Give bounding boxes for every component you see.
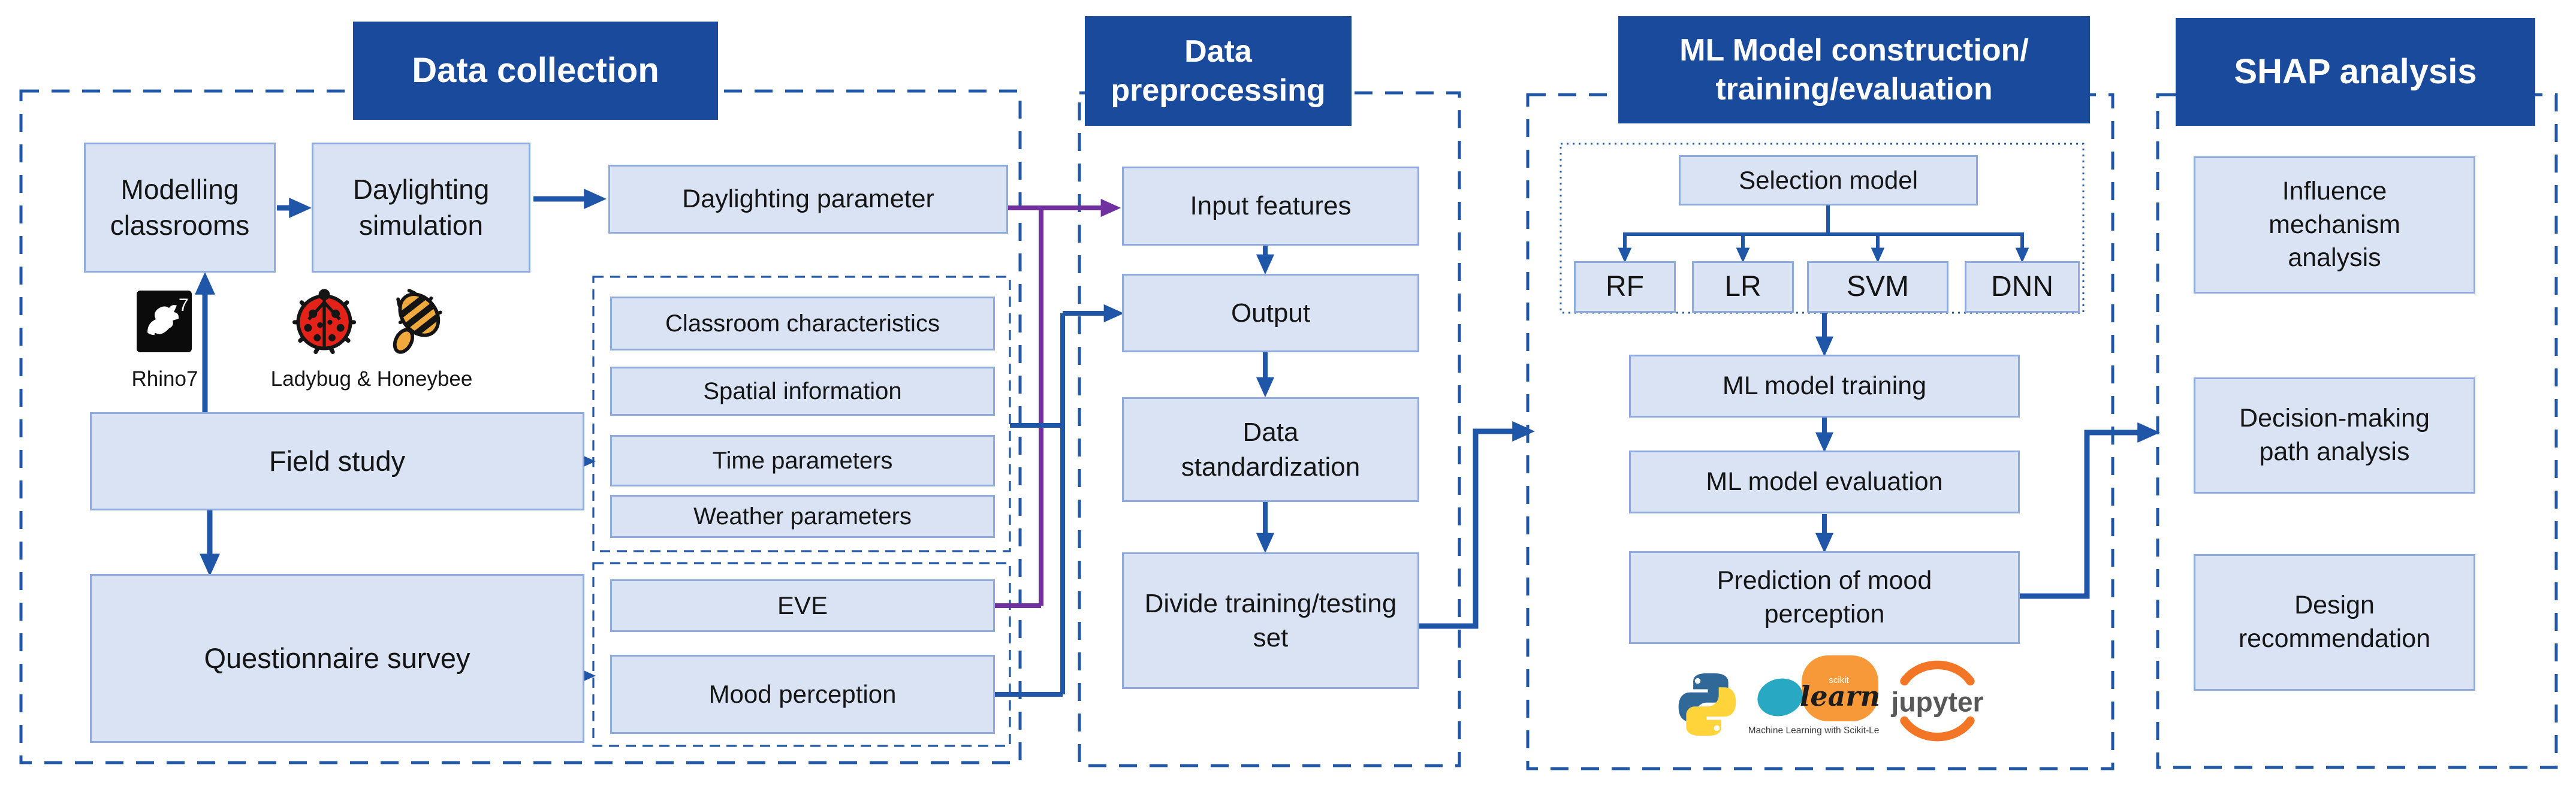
ml-model-evaluation-box: ML model evaluation [1629, 451, 2020, 513]
purple-input-routing [995, 198, 1121, 608]
jupyter-icon: jupyter [1888, 656, 1987, 752]
daylighting-parameter-box: Daylighting parameter [608, 165, 1008, 234]
data-standardization-box: Data standardization [1122, 397, 1419, 502]
honeybee-icon [385, 279, 456, 361]
rf-box: RF [1574, 261, 1676, 313]
time-parameters-box: Time parameters [610, 435, 995, 486]
output-box: Output [1122, 274, 1419, 352]
scikit-learn-word: learn [1800, 680, 1880, 712]
dnn-box: DNN [1965, 261, 2080, 313]
divide-training-testing-box: Divide training/testing set [1122, 552, 1419, 689]
prediction-mood-perception-box: Prediction of mood perception [1629, 551, 2020, 644]
field-parameters-group-border [592, 276, 1011, 552]
blue-output-routing [995, 304, 1124, 697]
rhino-badge: 7 [179, 295, 189, 315]
jupyter-word: jupyter [1891, 687, 1984, 718]
input-features-box: Input features [1122, 167, 1419, 246]
ml-model-header: ML Model construction/ training/evaluati… [1618, 16, 2090, 123]
ml-model-header-line1: ML Model construction/ [1679, 32, 2029, 68]
python-icon [1672, 663, 1742, 746]
ladybug-icon [289, 280, 360, 361]
eve-box: EVE [610, 579, 995, 632]
scikit-small-text: scikit [1829, 675, 1849, 685]
scikit-caption: Machine Learning with Scikit-Le [1749, 725, 1879, 736]
selection-model-box: Selection model [1679, 155, 1978, 205]
rhino7-icon: 7 [137, 291, 192, 352]
daylighting-simulation-box: Daylighting simulation [312, 143, 530, 273]
decision-making-path-box: Decision-making path analysis [2194, 377, 2475, 494]
classroom-characteristics-box: Classroom characteristics [610, 297, 995, 350]
field-study-box: Field study [90, 412, 584, 510]
svm-box: SVM [1807, 261, 1948, 313]
scikit-learn-icon: scikit learn Machine Learning with Sciki… [1748, 652, 1883, 739]
modelling-classrooms-box: Modelling classrooms [84, 143, 276, 273]
rhino-glyph [147, 305, 179, 335]
shap-analysis-header: SHAP analysis [2176, 18, 2535, 126]
data-collection-header: Data collection [353, 22, 718, 120]
ml-arrows [1618, 205, 2161, 599]
preprocessing-arrows [1256, 246, 1536, 629]
data-preprocessing-header: Data preprocessing [1085, 16, 1352, 126]
influence-mechanism-box: Influence mechanism analysis [2194, 156, 2475, 294]
ladybug-honeybee-label: Ladybug & Honeybee [270, 367, 473, 391]
arrow-prediction-to-shap-section [2016, 422, 2161, 599]
arrow-divide-to-ml-section [1419, 421, 1536, 629]
weather-parameters-box: Weather parameters [610, 495, 995, 538]
rhino7-label: Rhino7 [131, 367, 198, 391]
ml-model-training-box: ML model training [1629, 355, 2020, 418]
spatial-information-box: Spatial information [610, 367, 995, 416]
ml-model-header-line2: training/evaluation [1715, 71, 1993, 107]
scikit-teal-blob [1757, 678, 1803, 717]
questionnaire-survey-box: Questionnaire survey [90, 574, 584, 743]
mood-perception-box: Mood perception [610, 655, 995, 734]
scikit-orange-blob [1802, 655, 1878, 721]
lr-box: LR [1692, 261, 1794, 313]
survey-outputs-group-border [592, 562, 1011, 747]
design-recommendation-box: Design recommendation [2194, 554, 2475, 691]
